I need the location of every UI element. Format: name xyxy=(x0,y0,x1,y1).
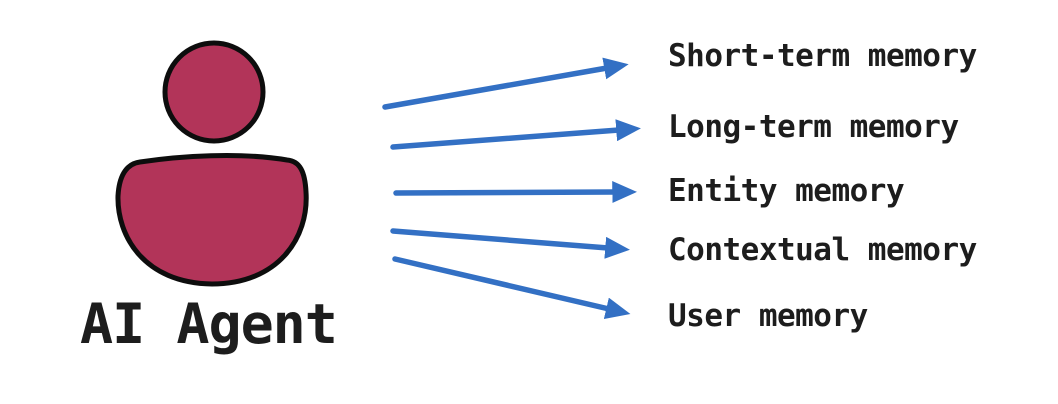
memory-label-long-term: Long-term memory xyxy=(668,109,959,145)
person-body xyxy=(115,153,309,287)
memory-label-user: User memory xyxy=(668,298,868,334)
memory-label-short-term: Short-term memory xyxy=(668,38,977,74)
memory-label-contextual: Contextual memory xyxy=(668,232,977,268)
arrow-to-long-term-memory xyxy=(390,119,641,150)
person-icon xyxy=(115,40,309,287)
arrow-to-entity-memory xyxy=(393,181,637,204)
arrow-to-contextual-memory xyxy=(390,228,630,259)
memory-label-entity: Entity memory xyxy=(668,173,905,209)
person-head xyxy=(162,40,266,144)
arrow-to-user-memory xyxy=(392,256,631,320)
arrow-to-short-term-memory xyxy=(382,57,629,110)
agent-label: AI Agent xyxy=(80,292,338,356)
